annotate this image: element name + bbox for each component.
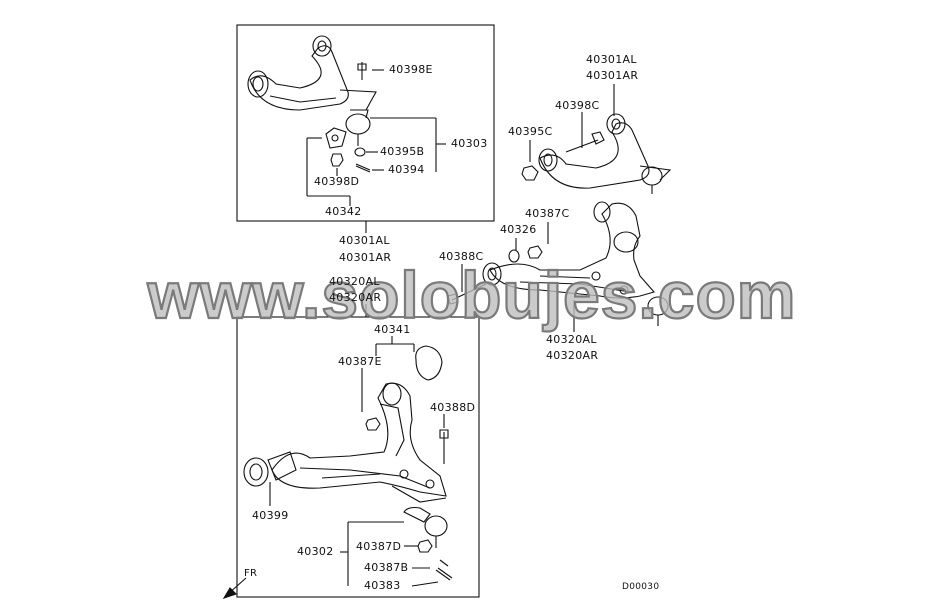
label-40326: 40326 — [500, 223, 537, 236]
label-40387B: 40387B — [364, 561, 409, 574]
label-40301AR-mid: 40301AR — [339, 251, 392, 264]
label-40320AR-mid: 40320AR — [329, 291, 382, 304]
label-40301AL-mid: 40301AL — [339, 234, 390, 247]
upper-arm-drawing — [247, 35, 377, 173]
label-40388C: 40388C — [439, 250, 484, 263]
label-40395C: 40395C — [508, 125, 553, 138]
label-40398D: 40398D — [314, 175, 360, 188]
label-40398E: 40398E — [389, 63, 433, 76]
label-40387C: 40387C — [525, 207, 570, 220]
label-40320AR-right: 40320AR — [546, 349, 599, 362]
front-direction-arrow — [222, 577, 247, 599]
watermark-text: www.solobujes.com — [147, 264, 797, 332]
label-40320AL-right: 40320AL — [546, 333, 597, 346]
upper-box-frame — [236, 24, 495, 222]
watermark: www.solobujes.com — [145, 264, 797, 333]
label-40387D: 40387D — [356, 540, 402, 553]
label-40301AL-right: 40301AL — [586, 53, 637, 66]
label-40394: 40394 — [388, 163, 425, 176]
label-40387E: 40387E — [338, 355, 382, 368]
direction-label-fr: FR — [244, 568, 258, 579]
label-40399: 40399 — [252, 509, 289, 522]
label-40383: 40383 — [364, 579, 401, 592]
diagram-code: D00030 — [622, 582, 660, 592]
lower-arm-drawing — [243, 345, 453, 581]
label-40388D: 40388D — [430, 401, 476, 414]
label-40341: 40341 — [374, 323, 411, 336]
lower-box-frame — [236, 316, 480, 598]
label-40320AL-mid: 40320AL — [329, 275, 380, 288]
label-40303: 40303 — [451, 137, 488, 150]
right-assembly-drawing — [447, 113, 672, 326]
label-40398C: 40398C — [555, 99, 600, 112]
label-40302: 40302 — [297, 545, 334, 558]
label-40395B: 40395B — [380, 145, 425, 158]
label-40301AR-right: 40301AR — [586, 69, 639, 82]
label-40342: 40342 — [325, 205, 362, 218]
